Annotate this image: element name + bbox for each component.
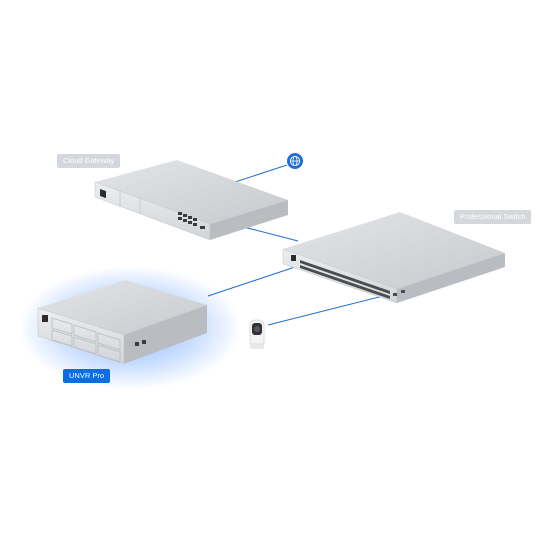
cloud-gateway-label: Cloud Gateway [57,154,121,168]
professional-switch-label: Professional Switch [454,210,532,224]
unvr-pro-device[interactable] [18,266,242,390]
unvr-pro-label[interactable]: UNVR Pro [63,369,111,383]
link-switch-unvr [207,265,299,297]
switch-port-array [300,260,390,299]
link-gateway-internet [231,164,288,184]
professional-switch-device[interactable] [282,212,505,304]
link-switch-camera [267,292,396,326]
gateway-ports [178,212,205,229]
camera-device[interactable] [249,319,265,349]
cloud-gateway-device[interactable] [94,160,288,241]
drive-bays [51,317,121,363]
globe-icon[interactable] [287,153,303,169]
